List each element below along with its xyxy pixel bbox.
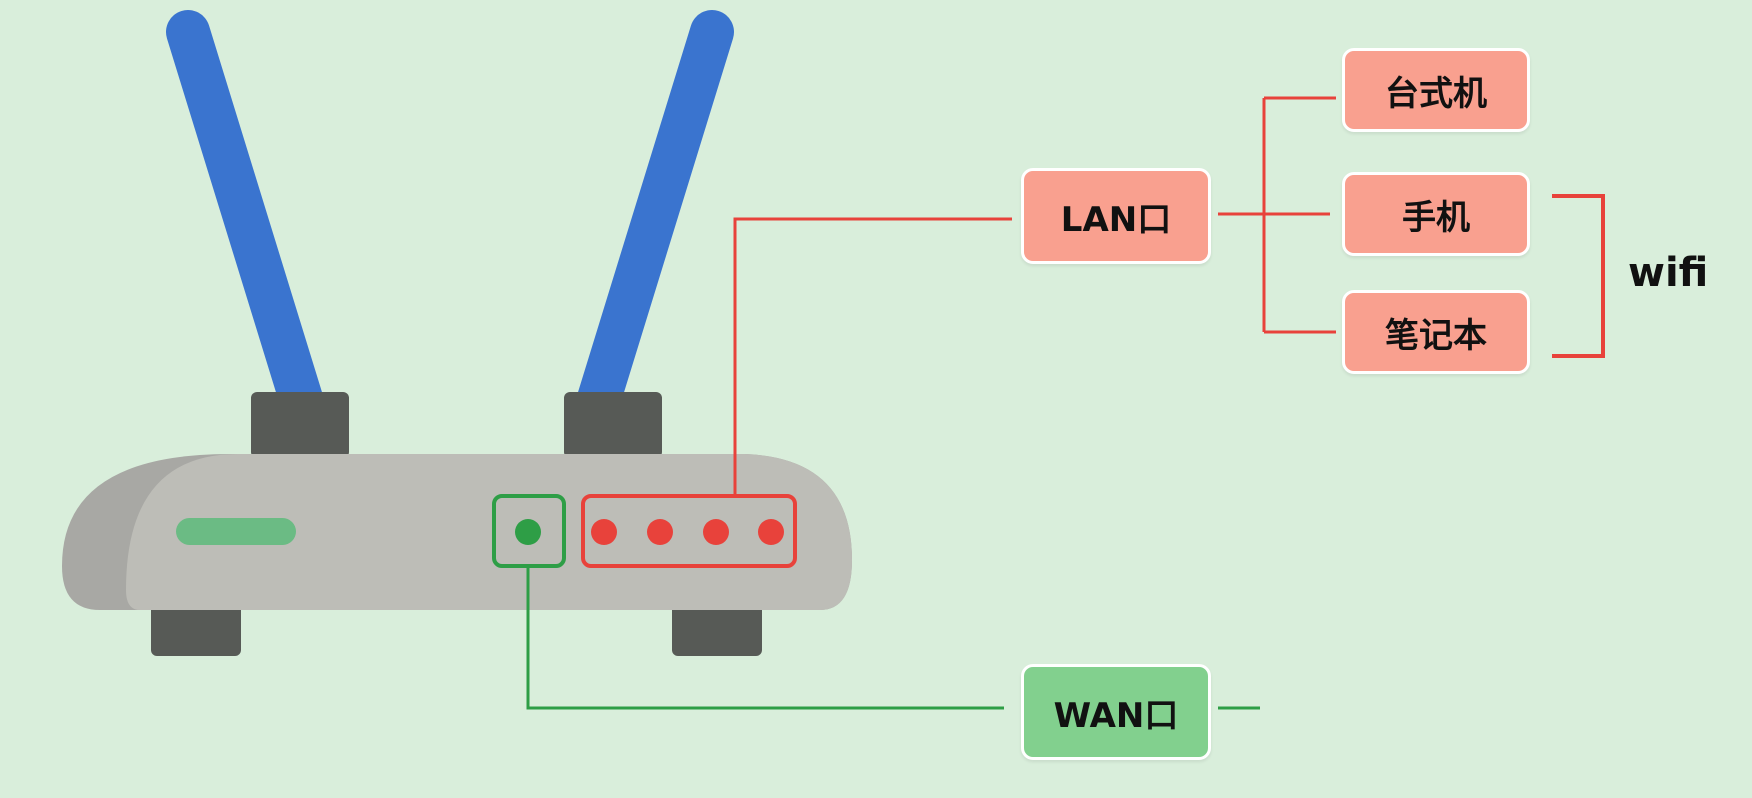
antenna-base-right [564,392,662,458]
router-foot-left [151,598,241,656]
lan-port-dot-2 [647,519,673,545]
wan-port-box: WAN口 [1021,664,1211,760]
antenna-left [166,10,324,424]
router-foot-right [672,598,762,656]
wifi-label: wifi [1628,250,1709,296]
status-light-bar [176,518,296,545]
lan-port-dot-3 [703,519,729,545]
laptop-box: 笔记本 [1342,290,1530,374]
phone-box: 手机 [1342,172,1530,256]
lan-port-box: LAN口 [1021,168,1211,264]
lan-port-dot-1 [591,519,617,545]
antenna-right [576,10,734,424]
wan-port-dot [515,519,541,545]
wan-connector-line [526,566,1004,710]
desktop-box: 台式机 [1342,48,1530,132]
lan-ports-frame [581,494,797,568]
lan-connector-line [733,217,1012,496]
lan-port-dot-4 [758,519,784,545]
antenna-base-left [251,392,349,458]
router-body [126,454,852,610]
wifi-bracket [1552,194,1605,358]
